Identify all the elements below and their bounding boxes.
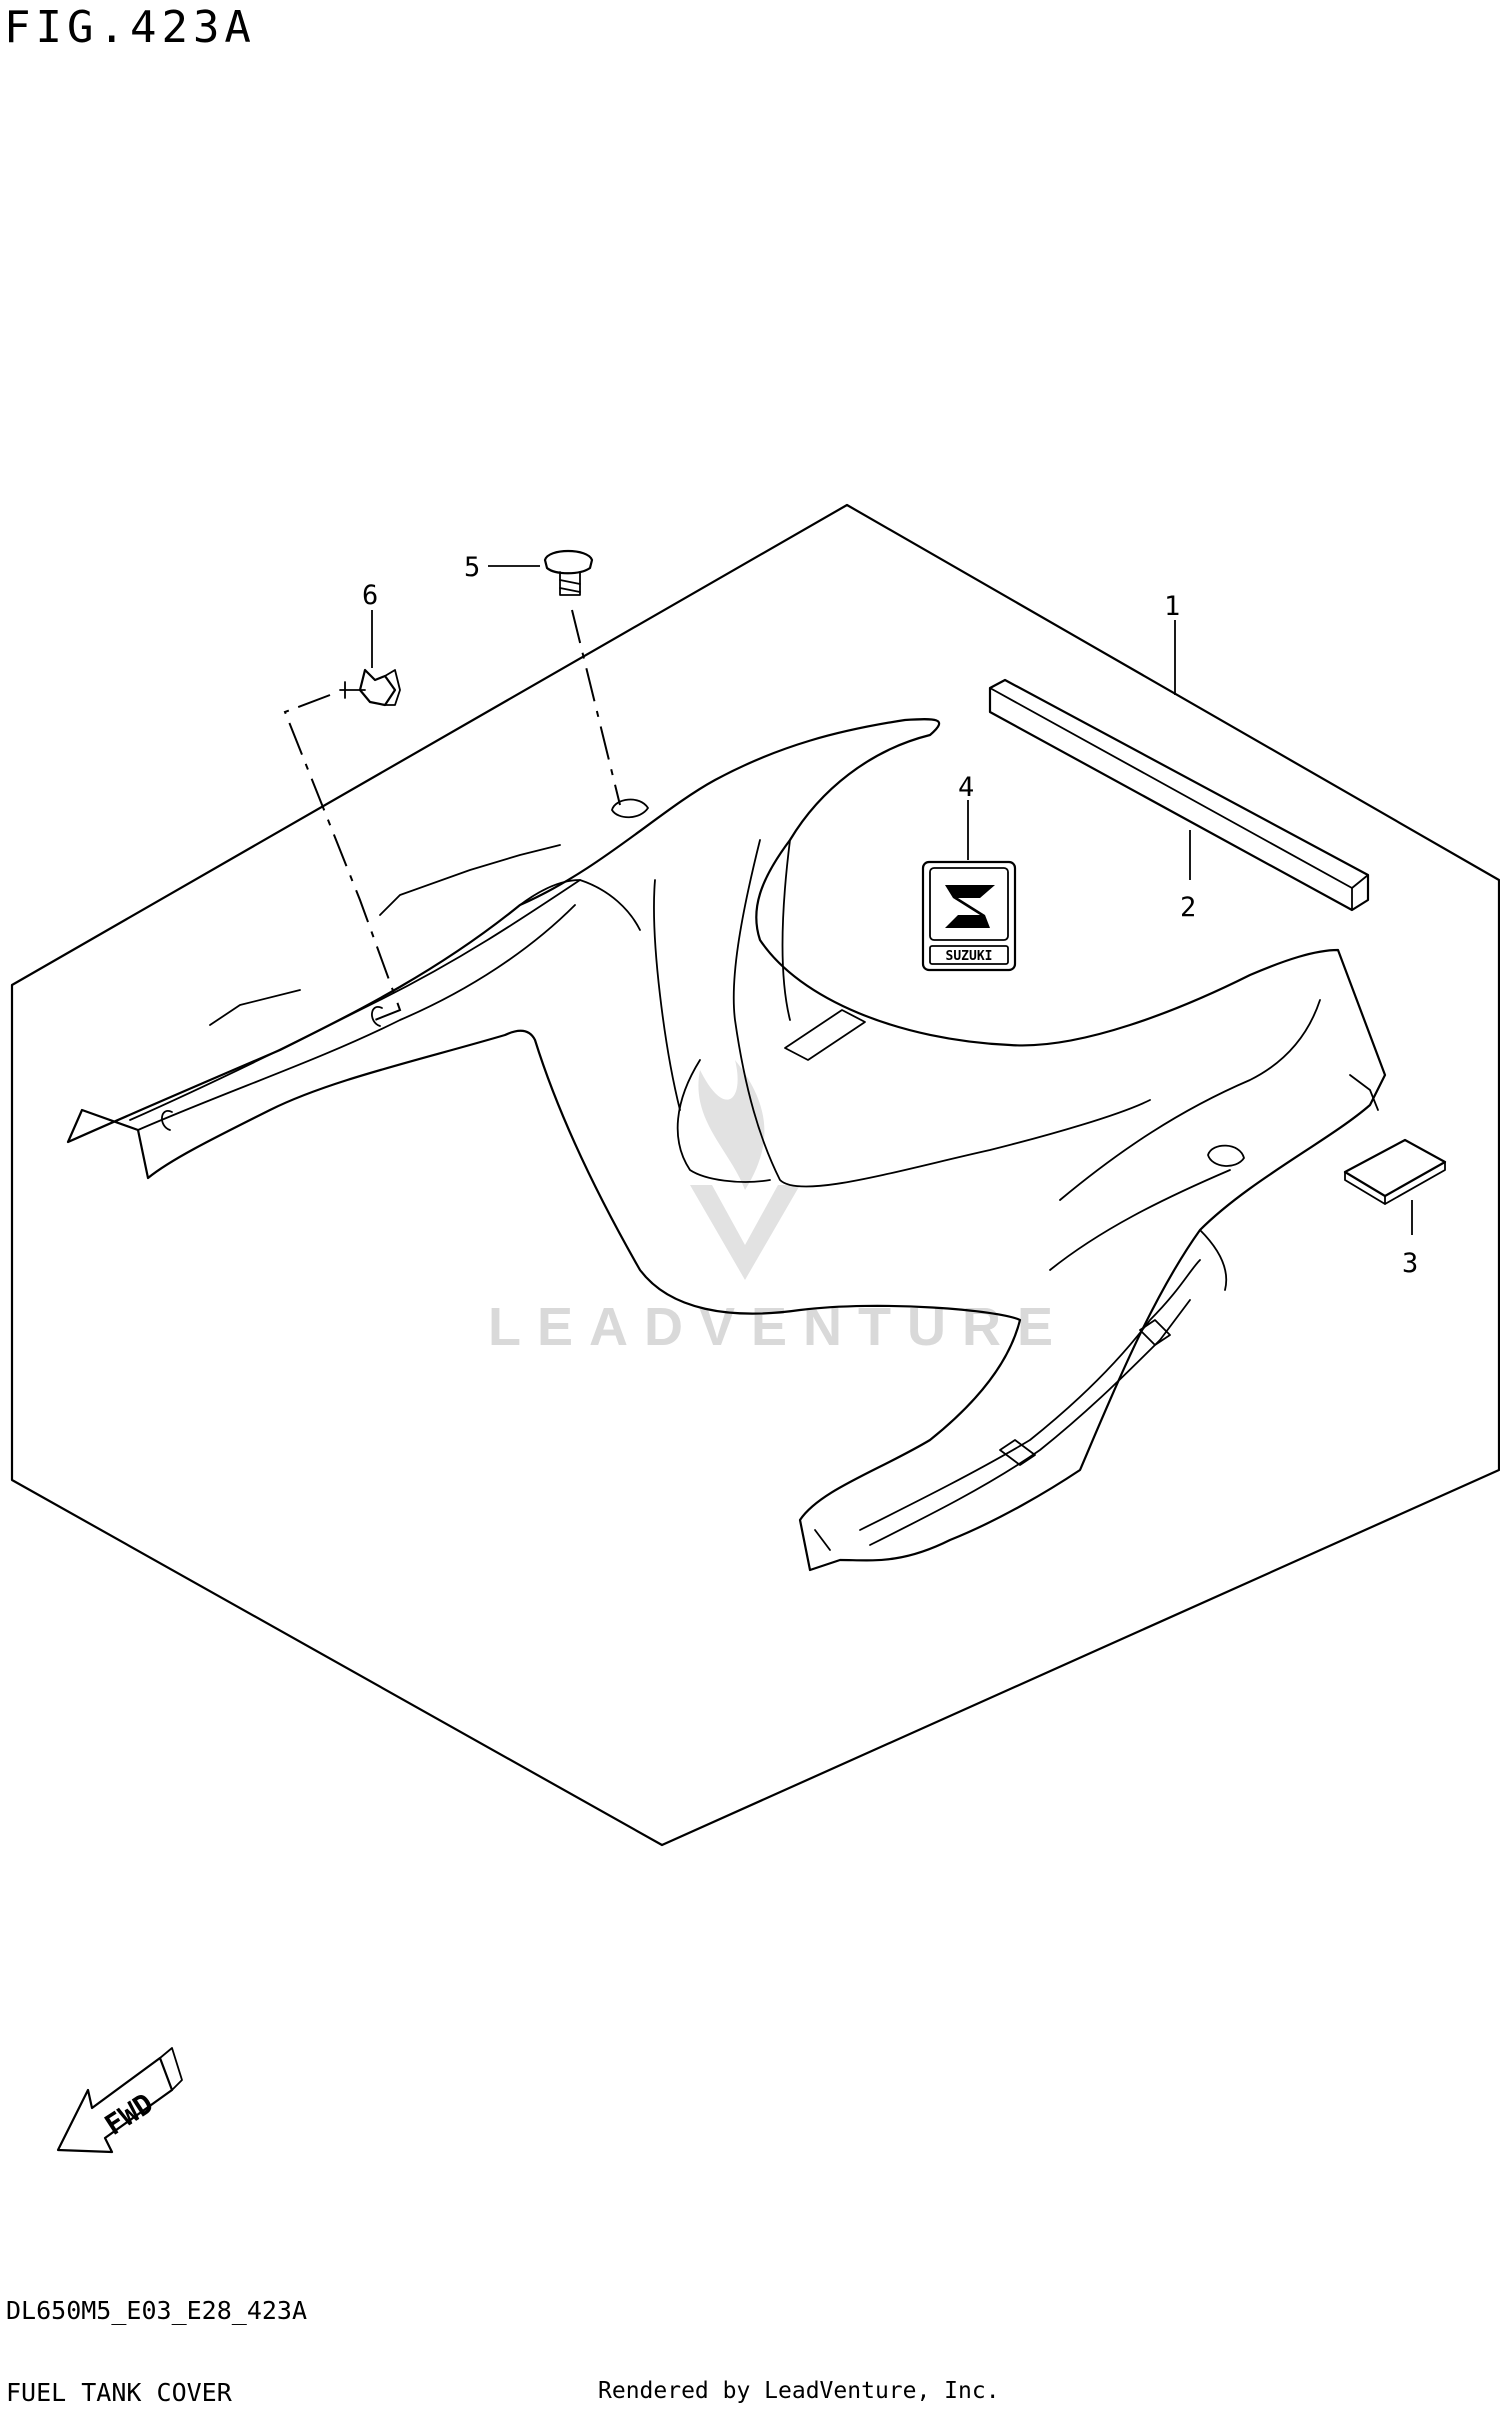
watermark-text: LEADVENTURE	[488, 1297, 1069, 1357]
diagram-code: DL650M5_E03_E28_423A	[6, 2296, 308, 2325]
leadventure-watermark: LEADVENTURE	[488, 1060, 1069, 1357]
emblem-label: SUZUKI	[946, 949, 993, 964]
screw-part-5	[543, 550, 594, 596]
strip-part-2	[988, 678, 1370, 912]
callout-5: 5	[464, 552, 480, 583]
render-credit: Rendered by LeadVenture, Inc.	[598, 2378, 1000, 2404]
callout-4: 4	[958, 772, 974, 803]
suzuki-emblem-part-4: SUZUKI	[921, 860, 1017, 972]
fuel-tank-cover	[66, 718, 1387, 1572]
clip-part-6	[339, 668, 401, 707]
pad-part-3	[1343, 1138, 1447, 1205]
figure-title: FIG.423A	[4, 2, 256, 53]
callout-2: 2	[1180, 892, 1196, 923]
clip-install-line	[283, 694, 402, 1021]
callout-3: 3	[1402, 1248, 1418, 1279]
assembly-hexagon	[10, 503, 1500, 1847]
callout-1: 1	[1164, 591, 1180, 622]
callout-6: 6	[362, 580, 378, 611]
screw-install-line	[571, 609, 621, 806]
forward-direction-arrow: FWD	[56, 2047, 183, 2154]
diagram-caption: FUEL TANK COVER	[6, 2378, 232, 2407]
fwd-label: FWD	[99, 2087, 159, 2142]
